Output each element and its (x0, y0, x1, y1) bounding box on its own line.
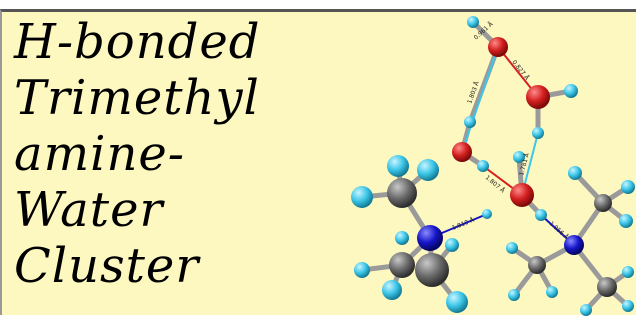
oxygen-atom (510, 183, 534, 207)
title-line-3: amine- (14, 126, 186, 182)
carbon-atom (389, 252, 415, 278)
nitrogen-atom (417, 225, 443, 251)
hydrogen-atom (535, 209, 547, 221)
hydrogen-atom (546, 286, 558, 298)
distance-label: 1.810 Å (451, 216, 476, 232)
title-line-5: Cluster (14, 238, 200, 294)
carbon-atom (528, 256, 546, 274)
hydrogen-atom (445, 238, 459, 252)
hydrogen-atom (568, 166, 582, 180)
carbon-atom (415, 253, 449, 287)
hydrogen-atom (621, 180, 635, 194)
nitrogen-atom (564, 235, 584, 255)
title-line-2: Trimethyl (14, 70, 260, 126)
hydrogen-atom (417, 159, 439, 181)
hydrogen-atom (464, 116, 476, 128)
hydrogen-atoms (351, 16, 635, 316)
hydrogen-atom (622, 266, 634, 278)
hydrogen-atom (467, 16, 479, 28)
hydrogen-atom (619, 214, 633, 228)
hbond (461, 46, 499, 153)
heavy-atoms (387, 37, 617, 297)
hydrogen-atom (382, 280, 402, 300)
hydrogen-atom (564, 84, 578, 98)
carbon-atom (594, 194, 612, 212)
hydrogen-atom (580, 304, 592, 316)
oxygen-atom (526, 85, 550, 109)
oxygen-atom (452, 142, 472, 162)
title-line-1: H-bonded (14, 14, 261, 70)
distance-label: 0.827 Å (510, 59, 530, 82)
hydrogen-atom (477, 160, 489, 172)
hydrogen-atom (354, 262, 370, 278)
distance-label: 1.807 Å (484, 174, 507, 195)
hydrogen-atom (482, 209, 492, 219)
hydrogen-atom (513, 151, 525, 163)
oxygen-atom (488, 37, 508, 57)
carbon-atom (387, 178, 417, 208)
poster-title: H-bonded Trimethyl amine- Water Cluster (14, 14, 344, 294)
hydrogen-bonds (429, 46, 575, 246)
distance-label: 1.956 Å (548, 220, 571, 241)
hydrogen-atom (532, 127, 544, 139)
hydrogen-atom (395, 231, 409, 245)
carbon-atom (597, 277, 617, 297)
hydrogen-atom (508, 289, 520, 301)
hydrogen-atom (351, 186, 373, 208)
hydrogen-atom (506, 242, 518, 254)
hydrogen-atom (622, 300, 634, 312)
title-line-4: Water (14, 182, 164, 238)
hydrogen-atom (387, 155, 409, 177)
hydrogen-atom (446, 291, 468, 313)
